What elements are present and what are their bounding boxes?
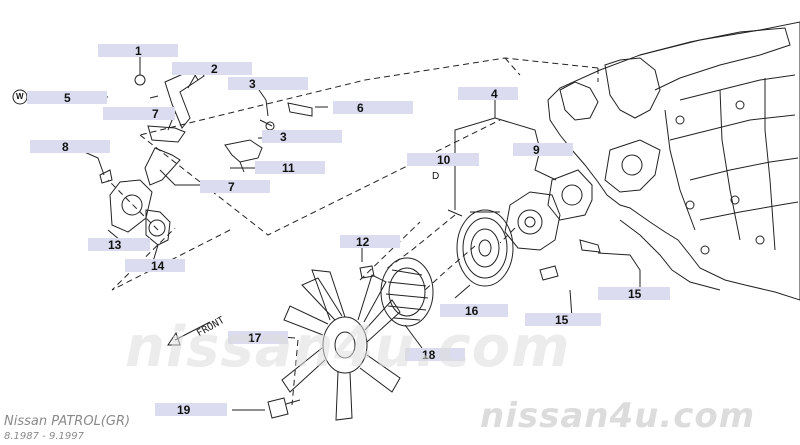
label-box [405,348,465,361]
guide-lines [107,57,599,406]
callout-8: 8 [62,140,69,154]
detail-letter: D [432,171,440,182]
label-box [155,403,227,416]
label-box [440,304,508,317]
pulley-drawing [456,209,514,287]
label-box [255,161,325,174]
fan-drawing [281,269,401,421]
callout-7: 7 [228,180,235,194]
water-pump-drawing [447,169,601,281]
watermark-corner: nissan4u.com [480,396,756,436]
label-box [525,313,601,326]
callout-11: 11 [282,161,295,175]
label-box [407,153,479,166]
thermostat-parts-drawing [99,65,313,246]
engine-block-drawing [547,21,800,301]
callout-16: 16 [465,304,479,318]
callout-12: 12 [356,235,370,249]
callout-14: 14 [151,259,165,273]
label-box [340,235,400,248]
label-box [598,287,670,300]
label-box [513,143,573,156]
model-title: Nissan PATROL(GR) [4,414,131,429]
label-box [88,238,150,251]
callout-7: 7 [152,107,159,121]
front-arrow-drawing [167,321,211,346]
callout-18: 18 [422,348,436,362]
callout-2: 2 [211,62,218,76]
callout-15: 15 [628,287,642,301]
date-range: 8.1987 - 9.1997 [4,431,84,442]
label-box [228,77,308,90]
callout-15: 15 [555,313,569,327]
callout-13: 13 [108,238,122,252]
callout-9: 9 [533,143,540,157]
label-box [333,101,413,114]
label-box [103,107,175,120]
callout-3: 3 [249,77,256,91]
callout-19: 19 [177,403,191,417]
watermark-center: nissan4u.com [125,315,571,380]
label-box [125,259,185,272]
label-box [458,87,518,100]
callout-5: 5 [64,91,71,105]
callout-6: 6 [357,101,364,115]
callout-4: 4 [491,87,498,101]
label-box [30,140,110,153]
w-symbol: W [16,92,24,101]
label-box [98,44,178,57]
callout-17: 17 [248,331,262,345]
callout-3: 3 [280,130,287,144]
label-box [228,331,288,344]
label-box [200,180,270,193]
bolt-drawing [267,397,301,419]
label-box [172,62,252,75]
label-box [262,130,342,143]
callout-1: 1 [135,44,142,58]
callout-10: 10 [437,153,451,167]
label-box [27,91,107,104]
